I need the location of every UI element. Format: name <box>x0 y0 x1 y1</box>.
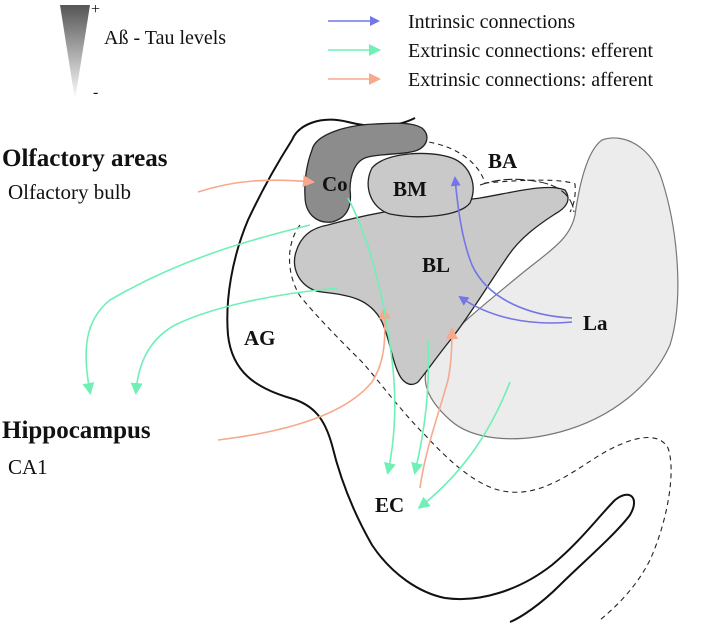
outer-contour <box>226 117 635 623</box>
bm-label: BM <box>393 177 427 201</box>
bm-region <box>367 152 474 218</box>
ag-label: AG <box>244 326 276 350</box>
ba-label: BA <box>488 149 518 173</box>
ba-outline <box>479 178 575 213</box>
afferent-ec-to-bl-arrow <box>419 327 458 489</box>
efferent-la-to-ec-arrow <box>417 381 511 509</box>
hippocampus-title: Hippocampus <box>2 417 151 444</box>
la-label: La <box>583 311 608 335</box>
ca1-label: CA1 <box>8 455 48 479</box>
lateral-region <box>424 137 679 440</box>
gradient-plus-label: + <box>91 1 100 18</box>
co-region <box>304 122 428 223</box>
legend: + - Aß - Tau levels Intrinsic connection… <box>60 1 654 101</box>
intrinsic-la-to-bm-arrow <box>450 176 573 319</box>
bl-label: BL <box>422 253 450 277</box>
efferent-co-to-olfactory-arrow <box>82 224 311 395</box>
efferent-co-to-ec-arrow <box>347 197 396 475</box>
olfactory-areas-title: Olfactory areas <box>2 145 168 172</box>
legend-intrinsic-label: Intrinsic connections <box>408 11 575 33</box>
connections <box>82 175 573 509</box>
efferent-bl-to-ec-arrow <box>411 339 430 475</box>
intrinsic-la-to-bl-arrow <box>458 295 573 324</box>
afferent-hippocampus-to-bl-arrow <box>217 307 391 441</box>
legend-efferent-label: Extrinsic connections: efferent <box>408 40 654 62</box>
co-label: Co <box>322 172 348 196</box>
ec-label: EC <box>375 493 404 517</box>
efferent-bl-to-hippocampus-arrow <box>130 287 339 395</box>
tau-gradient-wedge <box>60 5 90 100</box>
afferent-olfactory-to-co-arrow <box>197 175 315 193</box>
olfactory-bulb-label: Olfactory bulb <box>8 180 131 204</box>
legend-afferent-label: Extrinsic connections: afferent <box>408 69 654 91</box>
anatomy <box>226 117 679 623</box>
gradient-minus-label: - <box>93 84 98 101</box>
gradient-label: Aß - Tau levels <box>104 27 226 49</box>
labels: Olfactory areas Olfactory bulb Hippocamp… <box>2 145 608 517</box>
